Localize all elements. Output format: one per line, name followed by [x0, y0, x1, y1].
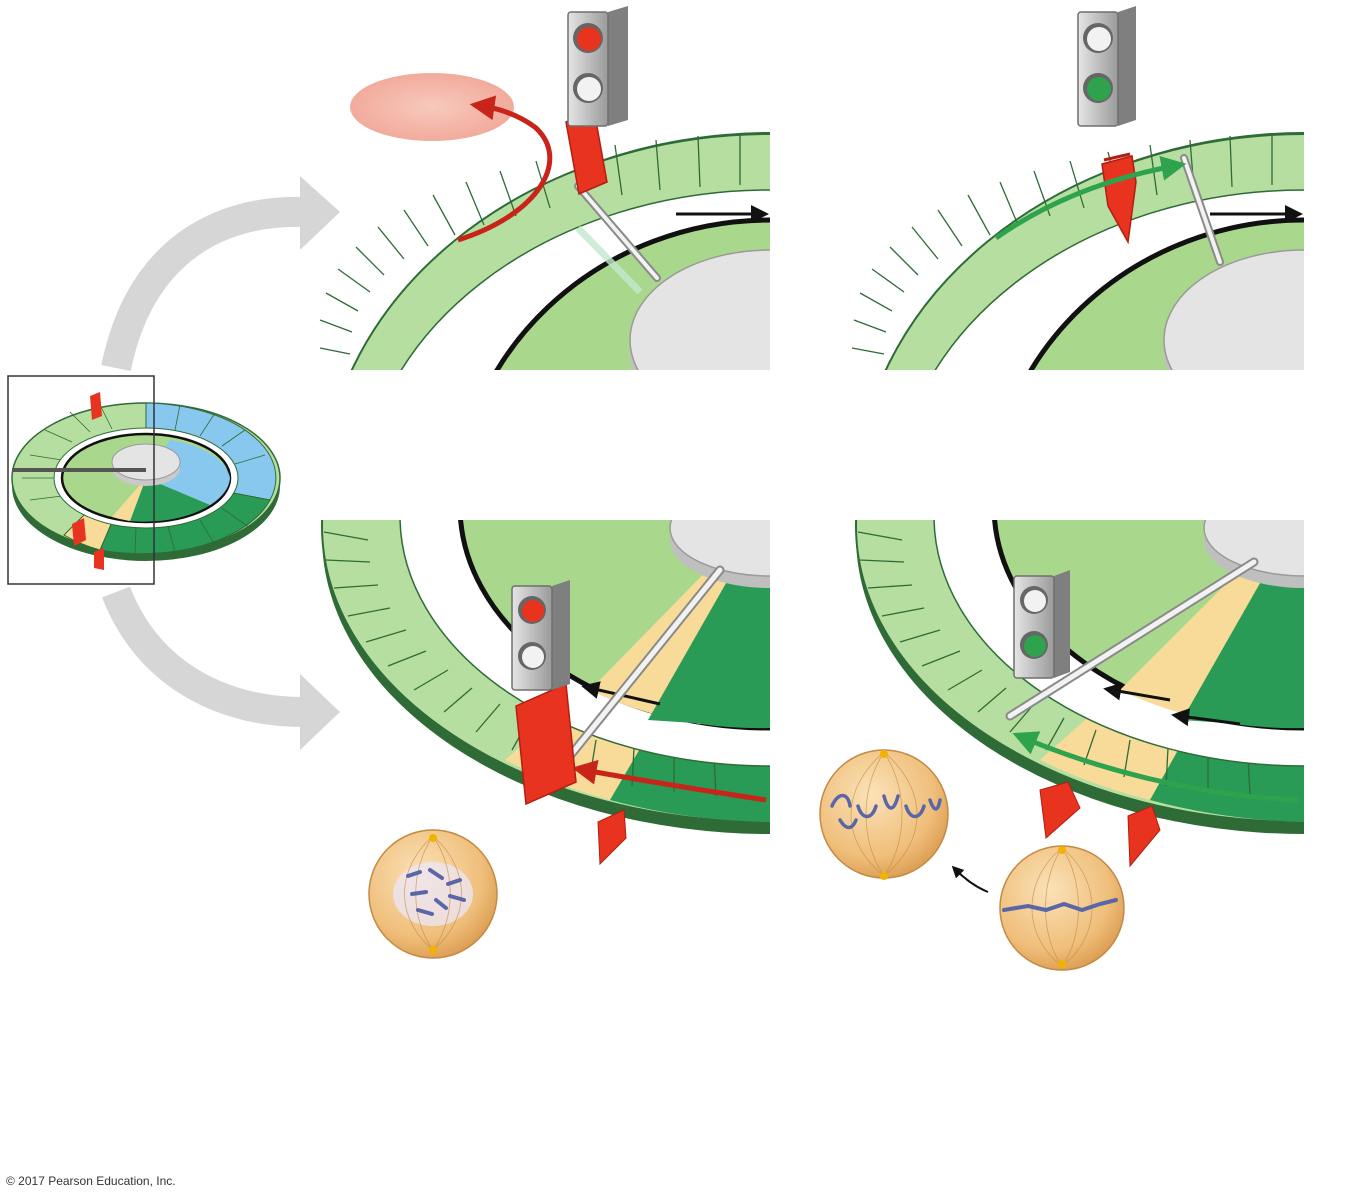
copyright-text: © 2017 Pearson Education, Inc.: [6, 1174, 176, 1188]
p3-traffic-light-icon: [511, 580, 570, 691]
p1-traffic-light-icon: [567, 6, 628, 127]
overview-ring-ticks: [22, 404, 266, 554]
panel-m-go: [819, 520, 1304, 971]
p3-blocked-arrow: [571, 759, 767, 803]
p2-proceed-arrow: [994, 156, 1187, 241]
p4-gate-icon-1: [1039, 781, 1081, 840]
p3-cycle-direction-arrow: [581, 681, 661, 706]
overview-g2-checkpoint-gate-icon: [72, 518, 86, 546]
zoom-arrow-bottom: [102, 586, 340, 750]
p4-anaphase-cell-icon: [819, 749, 949, 880]
zoom-arrow-top: [101, 176, 340, 372]
overview-selection-frame: [7, 375, 155, 585]
overview-m-checkpoint-gate-icon: [94, 548, 104, 570]
p3-checkpoint-gate-icon: [515, 682, 577, 806]
p4-cycle-direction-arrow-2: [1103, 682, 1171, 702]
p1-g0-exit-blob: [350, 73, 514, 141]
p4-proceed-arrow: [1012, 731, 1299, 803]
p4-traffic-light-icon: [1013, 570, 1070, 679]
panel-m-stop: [321, 520, 770, 959]
p4-gate-icon-2: [1127, 805, 1161, 868]
p4-transition-arrow: [951, 865, 989, 893]
overview-cell-cycle-clock: [7, 375, 281, 585]
panel-g1-go: [851, 6, 1304, 370]
p2-traffic-light-icon: [1077, 6, 1136, 127]
p1-exit-arrow: [457, 95, 553, 243]
overview-g1-checkpoint-gate-icon: [90, 392, 102, 420]
p4-cycle-direction-arrow-1: [1171, 708, 1241, 727]
p3-lower-gate-icon: [597, 809, 627, 866]
p4-metaphase-cell-icon: [999, 845, 1125, 971]
p3-prometaphase-cell-icon: [368, 829, 498, 959]
panel-g1-stop: [319, 6, 770, 370]
